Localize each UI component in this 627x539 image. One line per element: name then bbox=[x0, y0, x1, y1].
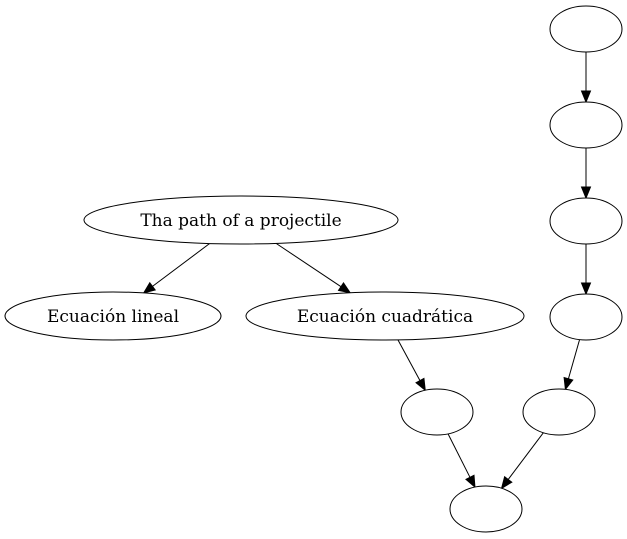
arrowhead-icon bbox=[465, 474, 476, 489]
node-ellipse bbox=[549, 197, 623, 245]
arrowhead-icon bbox=[337, 282, 352, 294]
node-label: Ecuación lineal bbox=[47, 307, 179, 327]
edge-line bbox=[152, 243, 210, 287]
node-ellipse bbox=[449, 485, 523, 533]
edge-blank_c5-to-blank_bottom bbox=[500, 432, 544, 490]
node-cuadratica: Ecuación cuadrática bbox=[245, 291, 525, 341]
node-ellipse bbox=[522, 388, 596, 436]
arrowhead-icon bbox=[415, 377, 426, 392]
edge-cuadratica-to-blank_left bbox=[397, 339, 426, 392]
edge-projectile-to-lineal bbox=[142, 243, 210, 294]
edge-line bbox=[447, 433, 471, 478]
edge-blank_c1-to-blank_c2 bbox=[580, 52, 592, 104]
node-blank-bottom bbox=[449, 485, 523, 533]
node-label: Tha path of a projectile bbox=[140, 211, 341, 231]
node-ellipse bbox=[4, 291, 222, 341]
node-label: Ecuación cuadrática bbox=[297, 307, 473, 327]
arrowhead-icon bbox=[563, 376, 574, 391]
arrowhead-icon bbox=[142, 281, 157, 294]
edge-line bbox=[275, 242, 342, 288]
node-blank-c1 bbox=[549, 5, 623, 53]
edge-line bbox=[567, 339, 581, 379]
arrowhead-icon bbox=[500, 475, 513, 490]
node-ellipse bbox=[83, 195, 399, 245]
node-ellipse bbox=[549, 293, 623, 341]
node-blank-c2 bbox=[549, 101, 623, 149]
node-ellipse bbox=[400, 388, 474, 436]
edges-layer bbox=[142, 52, 592, 490]
node-blank-c3 bbox=[549, 197, 623, 245]
edge-line bbox=[397, 339, 421, 381]
node-projectile: Tha path of a projectile bbox=[83, 195, 399, 245]
arrowhead-icon bbox=[580, 282, 592, 296]
node-blank-left bbox=[400, 388, 474, 436]
node-blank-c4 bbox=[549, 293, 623, 341]
node-ellipse bbox=[549, 101, 623, 149]
node-ellipse bbox=[549, 5, 623, 53]
arrowhead-icon bbox=[580, 186, 592, 200]
edge-blank_c4-to-blank_c5 bbox=[563, 339, 581, 391]
node-lineal: Ecuación lineal bbox=[4, 291, 222, 341]
edge-blank_c3-to-blank_c4 bbox=[580, 244, 592, 296]
arrowhead-icon bbox=[580, 90, 592, 104]
edge-blank_c2-to-blank_c3 bbox=[580, 148, 592, 200]
edge-projectile-to-cuadratica bbox=[275, 242, 352, 294]
edge-line bbox=[507, 432, 544, 480]
node-ellipse bbox=[245, 291, 525, 341]
node-blank-c5 bbox=[522, 388, 596, 436]
edge-blank_left-to-blank_bottom bbox=[447, 433, 476, 489]
